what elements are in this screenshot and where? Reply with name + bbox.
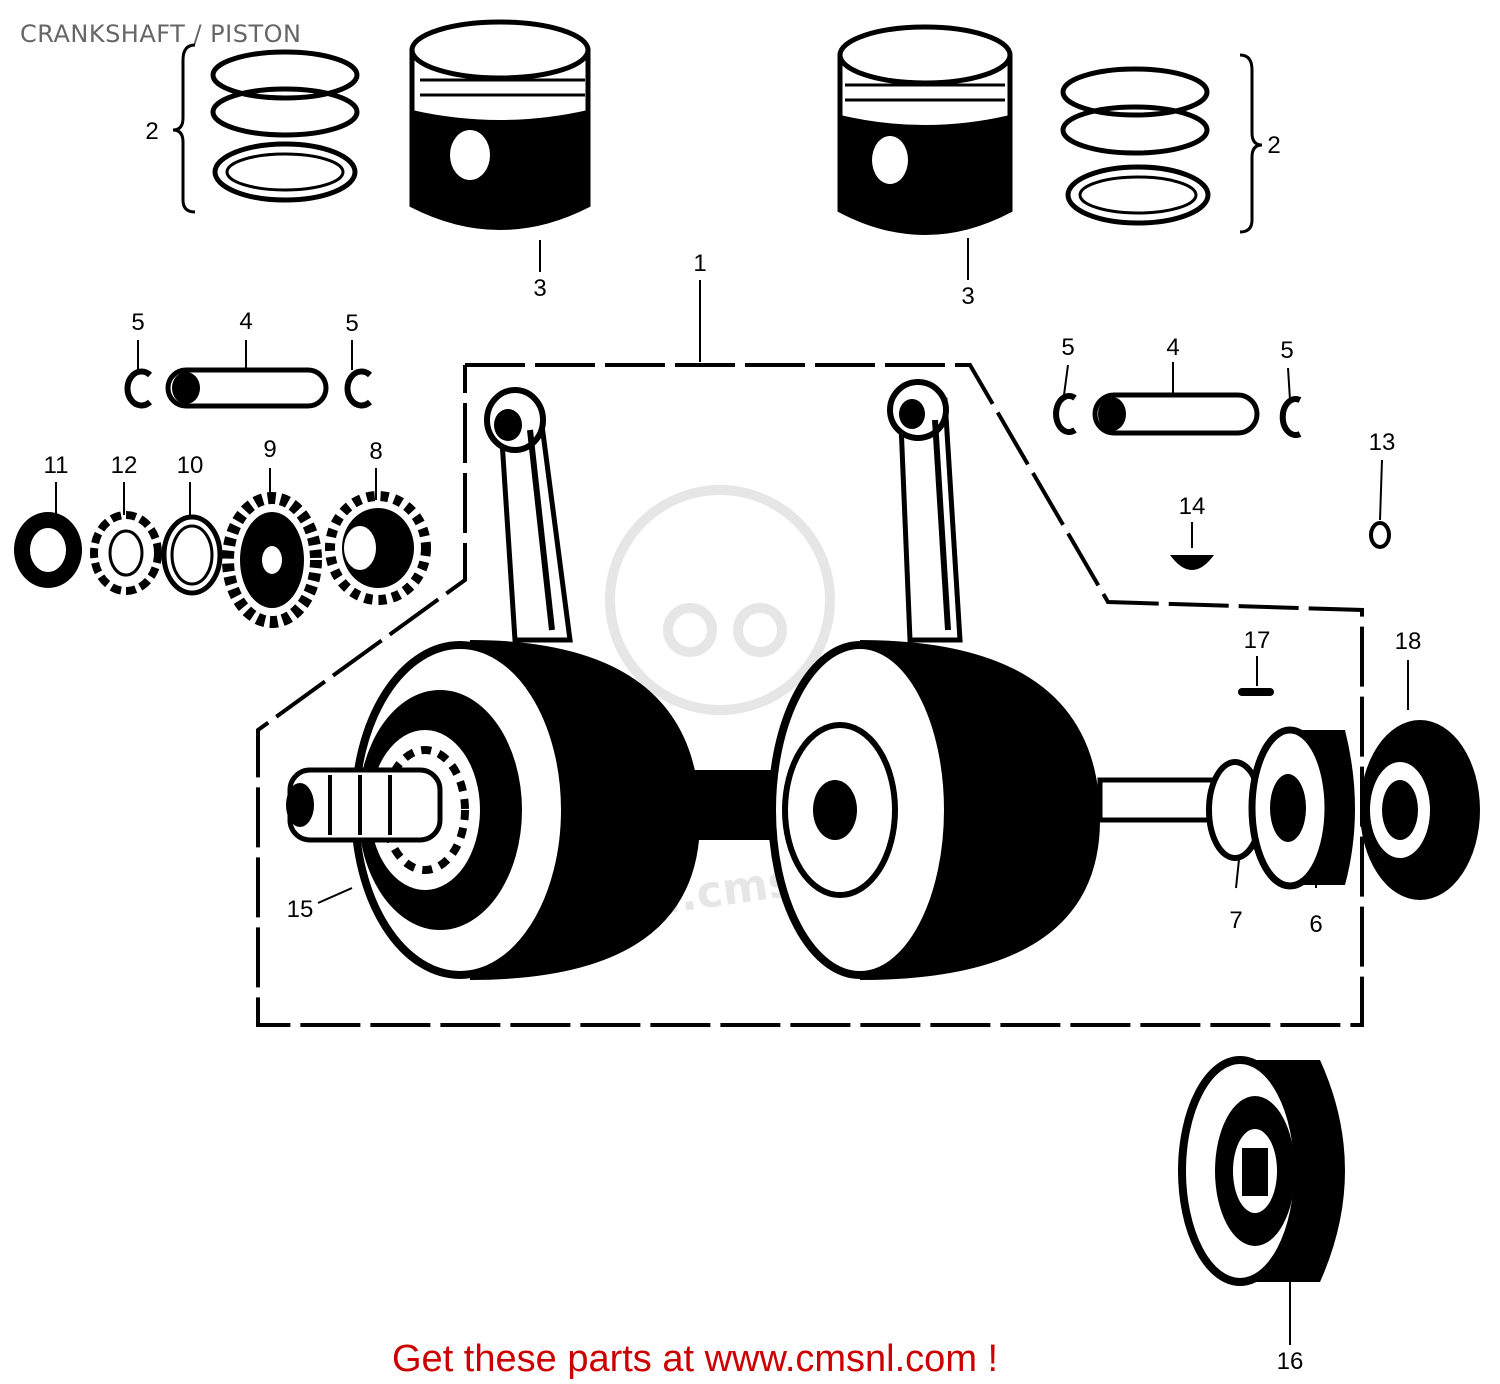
callout-3-right: 3 — [961, 283, 975, 310]
callout-4-right: 4 — [1166, 334, 1180, 361]
callout-12: 12 — [110, 452, 138, 479]
callout-17: 17 — [1243, 627, 1271, 654]
callout-7: 7 — [1229, 907, 1243, 934]
callout-2-left: 2 — [145, 118, 159, 145]
oil-seal-18 — [1360, 720, 1480, 900]
callout-14: 14 — [1178, 493, 1206, 520]
connecting-rod-left — [484, 387, 573, 643]
callout-13: 13 — [1368, 429, 1396, 456]
callout-5-a: 5 — [131, 309, 145, 336]
sprocket-9 — [222, 492, 322, 628]
piston-right — [837, 24, 1013, 235]
callout-18: 18 — [1394, 628, 1422, 655]
callout-3-left: 3 — [533, 275, 547, 302]
crank-web-right — [768, 640, 1100, 980]
lock-washer-12 — [90, 511, 162, 595]
bearing-6 — [1248, 726, 1355, 890]
key-14 — [1170, 555, 1214, 570]
gear-8 — [325, 491, 431, 605]
callout-9: 9 — [263, 436, 277, 463]
callout-5-d: 5 — [1280, 337, 1294, 364]
diagram-title: CRANKSHAFT / PISTON — [20, 20, 302, 48]
callout-5-b: 5 — [345, 310, 359, 337]
pin-13 — [1369, 521, 1391, 549]
callout-16: 16 — [1276, 1348, 1304, 1375]
piston-left — [409, 19, 591, 230]
callout-4-left: 4 — [239, 308, 253, 335]
washer-10 — [161, 514, 223, 596]
callout-8: 8 — [369, 438, 383, 465]
piston-rings-right — [1060, 66, 1211, 226]
connecting-rod-right — [887, 379, 963, 643]
cmsnl-link[interactable]: Get these parts at www.cmsnl.com ! — [392, 1338, 999, 1380]
callout-2-right: 2 — [1267, 132, 1281, 159]
nut-11 — [14, 512, 82, 588]
piston-pin-clips — [124, 368, 1302, 438]
callout-1: 1 — [693, 250, 707, 277]
callout-11: 11 — [43, 452, 69, 479]
watermark-logo — [605, 485, 835, 715]
callout-15: 15 — [286, 896, 314, 923]
piston-rings-left — [210, 49, 360, 203]
callout-6: 6 — [1309, 911, 1323, 938]
pin-17 — [1238, 688, 1274, 696]
bearing-16 — [1178, 1056, 1345, 1286]
assembly-outline — [256, 363, 1364, 1027]
piston-pin-right — [1092, 392, 1260, 436]
callout-10: 10 — [176, 452, 204, 479]
callout-5-c: 5 — [1061, 334, 1075, 361]
piston-pin-left — [165, 367, 329, 409]
ring-set-braces — [172, 43, 1263, 234]
